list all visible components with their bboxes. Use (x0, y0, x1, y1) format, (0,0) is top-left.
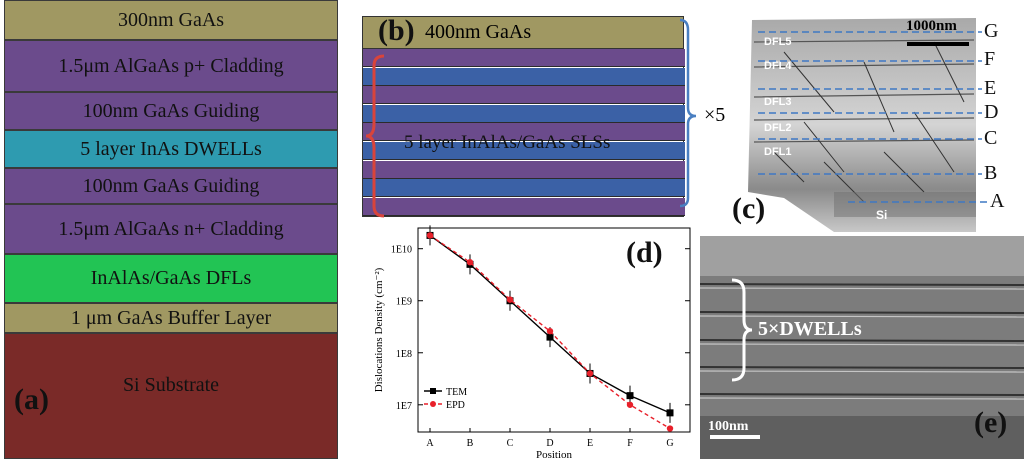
sls-label: 5 layer InAlAs/GaAs SLSs (404, 132, 611, 153)
sls-stripe (363, 179, 685, 198)
y-tick-label: 1E7 (396, 401, 412, 412)
panel-d-label: (d) (626, 236, 663, 269)
sls-stripe (363, 197, 685, 216)
red-bracket (365, 54, 385, 218)
repeat-label: ×5 (704, 104, 726, 126)
data-point-epd (586, 370, 594, 377)
data-point-tem (546, 333, 554, 341)
plot-frame (417, 227, 691, 433)
layer-7: InAlAs/GaAs DFLs (4, 254, 338, 303)
gaas-top-label: 400nm GaAs (425, 21, 532, 43)
sls-stripe (363, 160, 685, 179)
panel-b-label: (b) (378, 14, 415, 47)
x-tick-label: F (627, 438, 633, 449)
data-point-tem (666, 409, 674, 417)
data-point-epd (466, 259, 474, 266)
panel-c-label: (c) (732, 192, 766, 225)
sls-stack (362, 49, 685, 217)
sls-stripe (363, 49, 685, 67)
sls-stripe (363, 142, 685, 160)
level-c: C (984, 127, 998, 149)
layer-9: Si Substrate (4, 333, 338, 459)
x-tick-label: G (666, 438, 673, 449)
layer-6: 1.5μm AlGaAs n+ Cladding (4, 204, 338, 254)
sls-stripe (363, 104, 685, 123)
layer-6-label: 1.5μm AlGaAs n+ Cladding (58, 217, 284, 240)
data-point-epd (666, 425, 674, 432)
x-tick-label: A (426, 438, 434, 449)
legend-marker (430, 388, 436, 394)
level-d: D (984, 101, 999, 123)
layer-8: 1 μm GaAs Buffer Layer (4, 303, 338, 333)
panel-a: 300nm GaAs 1.5μm AlGaAs p+ Cladding 100nm … (0, 0, 340, 459)
level-f: F (984, 48, 996, 70)
data-point-epd (506, 296, 514, 303)
dfl3-label: DFL3 (764, 96, 792, 108)
layer-1-label: 300nm GaAs (117, 8, 225, 31)
dwells-annotation: 5×DWELLs (758, 318, 862, 340)
dfl5-label: DFL5 (764, 36, 792, 48)
level-b: B (984, 162, 998, 184)
layer-5-label: 100nm GaAs Guiding (82, 174, 260, 197)
layer-1: 300nm GaAs (4, 0, 338, 40)
x-axis-label: Position (536, 449, 573, 459)
scale-bar-e-label: 100nm (708, 419, 749, 434)
scale-bar-c (907, 42, 969, 46)
dfl1-label: DFL1 (764, 146, 792, 158)
layer-2: 1.5μm AlGaAs p+ Cladding (4, 40, 338, 92)
blue-bracket (679, 18, 697, 208)
layer-3: 100nm GaAs Guiding (4, 92, 338, 130)
layer-4: 5 layer InAs DWELLs (4, 130, 338, 168)
legend-label-tem: TEM (446, 387, 467, 398)
scale-bar-c-label: 1000nm (906, 18, 957, 34)
tem-image-c (748, 18, 976, 232)
x-tick-label: D (546, 438, 553, 449)
dfl4-label: DFL4 (764, 60, 792, 72)
level-a: A (990, 190, 1005, 212)
data-point-epd (426, 232, 434, 239)
layer-3-label: 100nm GaAs Guiding (82, 99, 260, 122)
panel-b-brackets (365, 18, 697, 218)
panel-c: 1000nm DFL5 DFL4 DFL3 DFL2 DFL1 G F E D … (732, 2, 1024, 232)
x-tick-label: B (467, 438, 474, 449)
x-tick-label: C (507, 438, 514, 449)
layer-2-label: 1.5μm AlGaAs p+ Cladding (58, 54, 284, 77)
gaas-top-layer: 400nm GaAs (362, 16, 684, 49)
level-lines (758, 31, 988, 203)
layer-4-label: 5 layer InAs DWELLs (80, 137, 262, 160)
layer-7-label: InAlAs/GaAs DFLs (90, 267, 252, 289)
tem-image-e (700, 236, 1024, 459)
level-g: G (984, 20, 999, 42)
panel-b: 400nm GaAs (b) 5 layer InAlAs/GaAs SLSs … (362, 14, 762, 221)
y-tick-label: 1E9 (396, 297, 412, 308)
x-tick-label: E (587, 438, 593, 449)
layer-9-label: Si Substrate (122, 374, 220, 396)
layer-5: 100nm GaAs Guiding (4, 168, 338, 204)
y-axis-label: Dislocations Density (cm⁻²) (373, 267, 385, 392)
data-point-epd (626, 401, 634, 408)
dfl2-label: DFL2 (764, 122, 792, 134)
level-e: E (984, 77, 997, 99)
panel-e: 5×DWELLs 100nm (e) (700, 236, 1024, 459)
layer-8-label: 1 μm GaAs Buffer Layer (70, 306, 272, 329)
panel-a-label: (a) (14, 383, 49, 416)
y-tick-label: 1E8 (396, 349, 412, 360)
sls-stripe (363, 123, 685, 142)
sls-stripe (363, 67, 685, 86)
y-tick-label: 1E10 (391, 245, 412, 256)
substrate-label-c: Si (876, 208, 888, 222)
data-point-epd (546, 327, 554, 335)
sls-stripe (363, 86, 685, 105)
legend-label-epd: EPD (446, 400, 465, 411)
panel-e-label: (e) (974, 406, 1008, 439)
legend-marker (430, 401, 436, 407)
data-point-tem (626, 392, 634, 400)
